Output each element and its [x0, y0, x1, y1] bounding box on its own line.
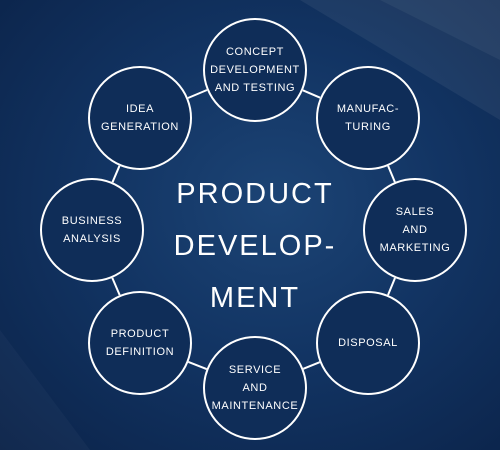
node-label: CONCEPT DEVELOPMENT AND TESTING: [210, 46, 300, 94]
connector-line: [188, 360, 207, 371]
node-disposal: DISPOSAL: [316, 291, 420, 395]
node-concept-development: CONCEPT DEVELOPMENT AND TESTING: [203, 18, 307, 122]
connector-line: [111, 165, 121, 183]
center-title: PRODUCT DEVELOP- MENT: [173, 178, 337, 314]
connector-line: [387, 165, 396, 183]
node-label: IDEA GENERATION: [101, 103, 179, 133]
node-idea-generation: IDEA GENERATION: [88, 66, 192, 170]
node-service-and-maintenance: SERVICE AND MAINTENANCE: [203, 336, 307, 440]
node-label: SERVICE AND MAINTENANCE: [211, 364, 299, 412]
node-label: DISPOSAL: [338, 337, 398, 349]
node-label: MANUFAC- TURING: [336, 103, 400, 133]
connector-line: [187, 89, 208, 99]
node-sales-and-marketing: SALES AND MARKETING: [363, 178, 467, 282]
connector-line: [387, 277, 396, 296]
connector-line: [302, 361, 321, 370]
node-label: SALES AND MARKETING: [379, 206, 451, 254]
node-label: PRODUCT DEFINITION: [105, 328, 175, 358]
node-business-analysis: BUSINESS ANALYSIS: [40, 178, 144, 282]
node-product-definition: PRODUCT DEFINITION: [88, 291, 192, 395]
connector-line: [302, 89, 321, 99]
connector-line: [111, 277, 121, 296]
node-label: BUSINESS ANALYSIS: [61, 215, 123, 245]
node-manufacturing: MANUFAC- TURING: [316, 66, 420, 170]
